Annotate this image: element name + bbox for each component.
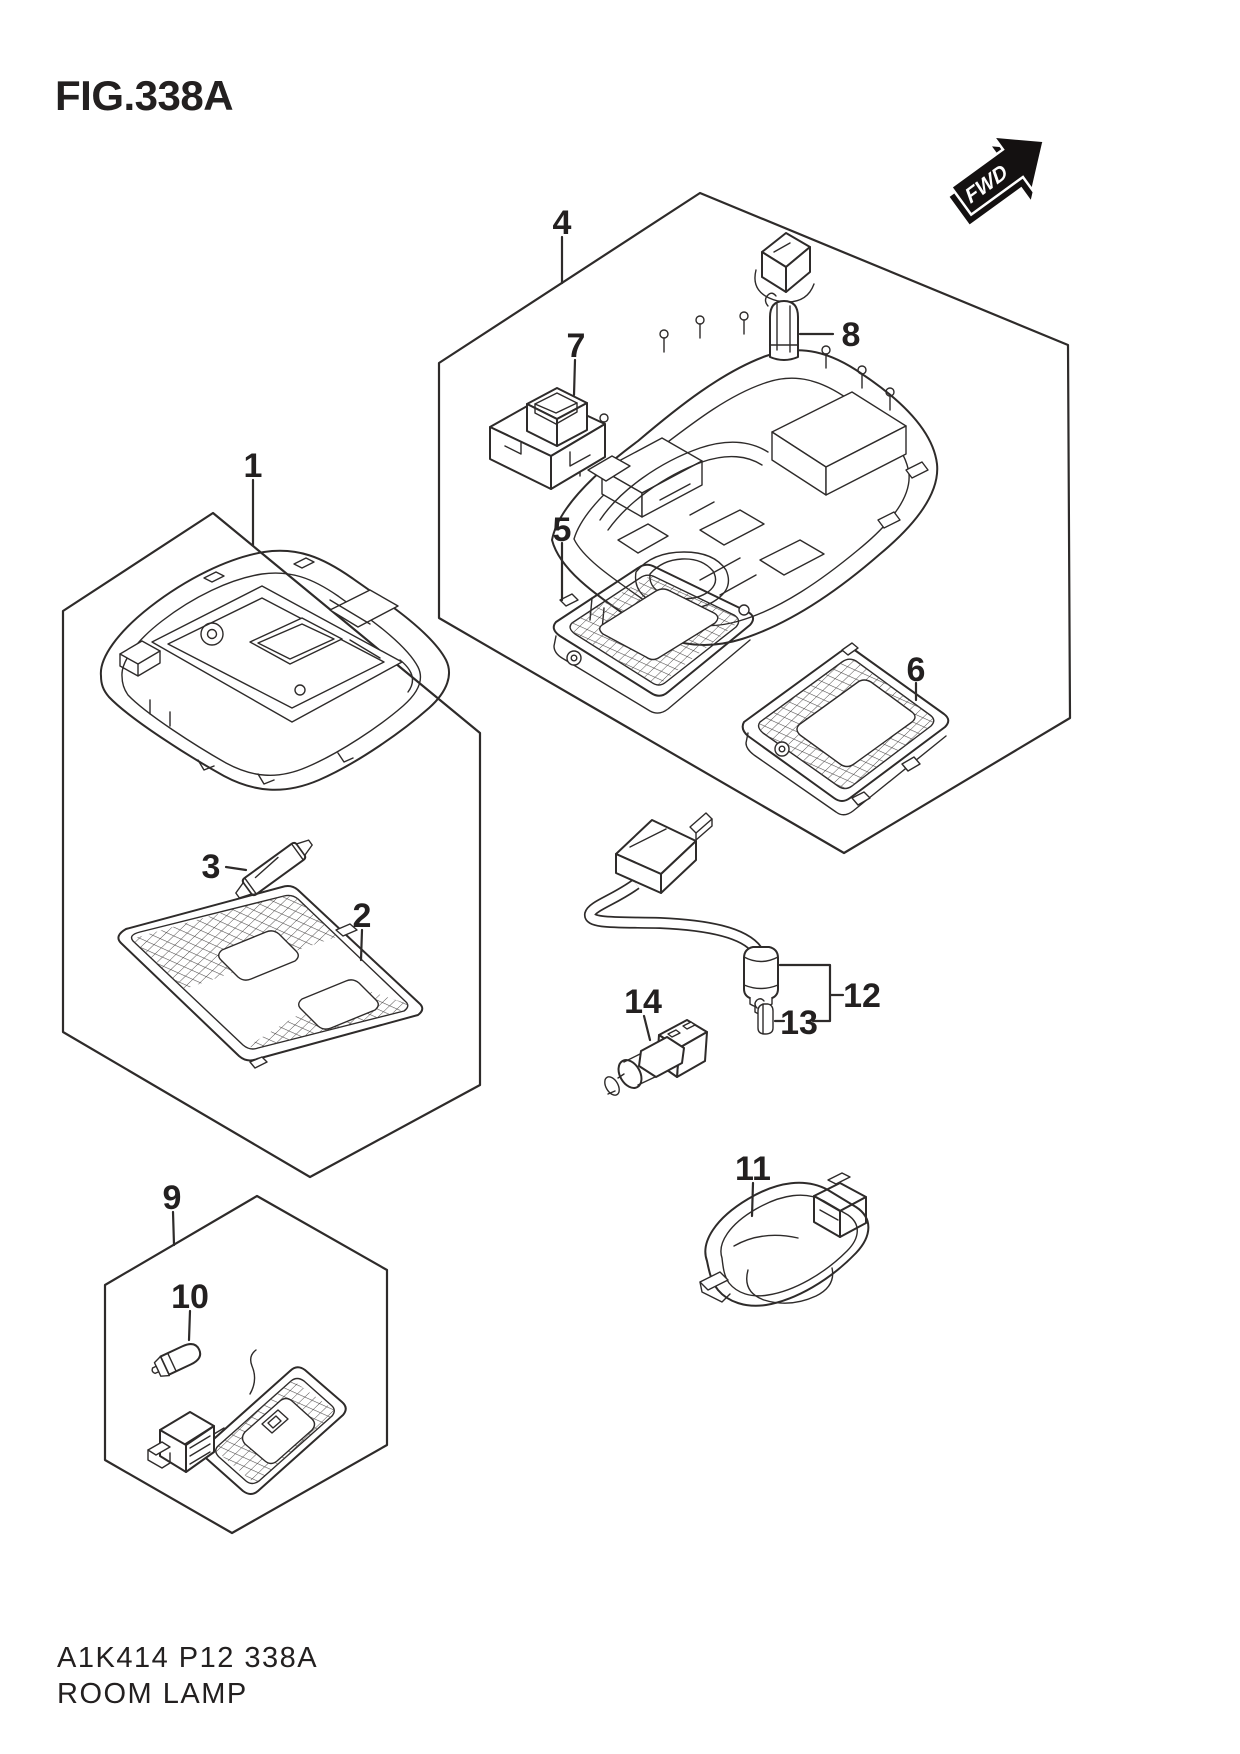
callout-label-10: 10 bbox=[171, 1278, 209, 1316]
leader-line-14 bbox=[642, 1014, 652, 1042]
leader-line-11 bbox=[750, 1181, 755, 1218]
part-8-wedge-bulb bbox=[764, 292, 799, 361]
part-11-housing-drawing bbox=[699, 1172, 870, 1307]
callout-label-8: 8 bbox=[842, 316, 861, 354]
callout-label-3: 3 bbox=[202, 848, 221, 886]
part-7-connector-drawing bbox=[489, 387, 606, 490]
map-lamp-knob-drawing bbox=[754, 232, 815, 303]
callout-label-1: 1 bbox=[244, 447, 263, 485]
leader-bracket-12 bbox=[778, 963, 845, 1023]
group-9-boundary bbox=[103, 1194, 389, 1535]
part-4-housing-drawing bbox=[551, 311, 939, 646]
callout-label-6: 6 bbox=[907, 651, 926, 689]
footer-name: ROOM LAMP bbox=[57, 1678, 248, 1710]
callout-label-4: 4 bbox=[553, 204, 572, 242]
callout-label-12: 12 bbox=[843, 977, 881, 1015]
part-6-lens-drawing bbox=[741, 642, 950, 816]
part-14-switch-drawing bbox=[604, 1019, 708, 1096]
group-1-boundary bbox=[61, 511, 482, 1179]
part-12-wire-assembly bbox=[584, 812, 779, 1015]
part-2-lens-drawing bbox=[117, 885, 424, 1069]
leader-line-9 bbox=[171, 1210, 176, 1247]
figure-title: FIG.338A bbox=[55, 72, 233, 119]
footer-code: A1K414 P12 338A bbox=[57, 1642, 318, 1674]
callout-label-14: 14 bbox=[624, 983, 662, 1021]
leader-line-10 bbox=[187, 1309, 192, 1342]
part-5-lens-drawing bbox=[552, 563, 754, 714]
callout-label-11: 11 bbox=[735, 1150, 771, 1188]
callout-label-7: 7 bbox=[567, 327, 586, 365]
callout-label-9: 9 bbox=[163, 1179, 182, 1217]
fwd-arrow: FWD bbox=[949, 135, 1046, 225]
leader-line-2 bbox=[359, 928, 364, 962]
part-9-lamp-drawing bbox=[147, 1349, 347, 1495]
group-4-boundary bbox=[437, 191, 1072, 855]
callout-label-5: 5 bbox=[553, 511, 572, 549]
part-10-wedge-bulb bbox=[151, 1343, 202, 1377]
callout-leader-lines bbox=[171, 235, 918, 1342]
callout-label-13: 13 bbox=[780, 1004, 818, 1042]
part-1-housing-drawing bbox=[99, 549, 450, 791]
leader-line-7 bbox=[572, 358, 577, 397]
callout-label-2: 2 bbox=[353, 897, 372, 935]
group-boundaries bbox=[61, 191, 1072, 1535]
leader-line-3 bbox=[224, 865, 248, 872]
part-13-wedge-bulb bbox=[754, 998, 774, 1035]
fwd-arrow-front-face bbox=[949, 135, 1046, 217]
callout-labels: 1 2 3 4 5 6 7 8 9 10 11 12 13 14 bbox=[163, 204, 926, 1316]
